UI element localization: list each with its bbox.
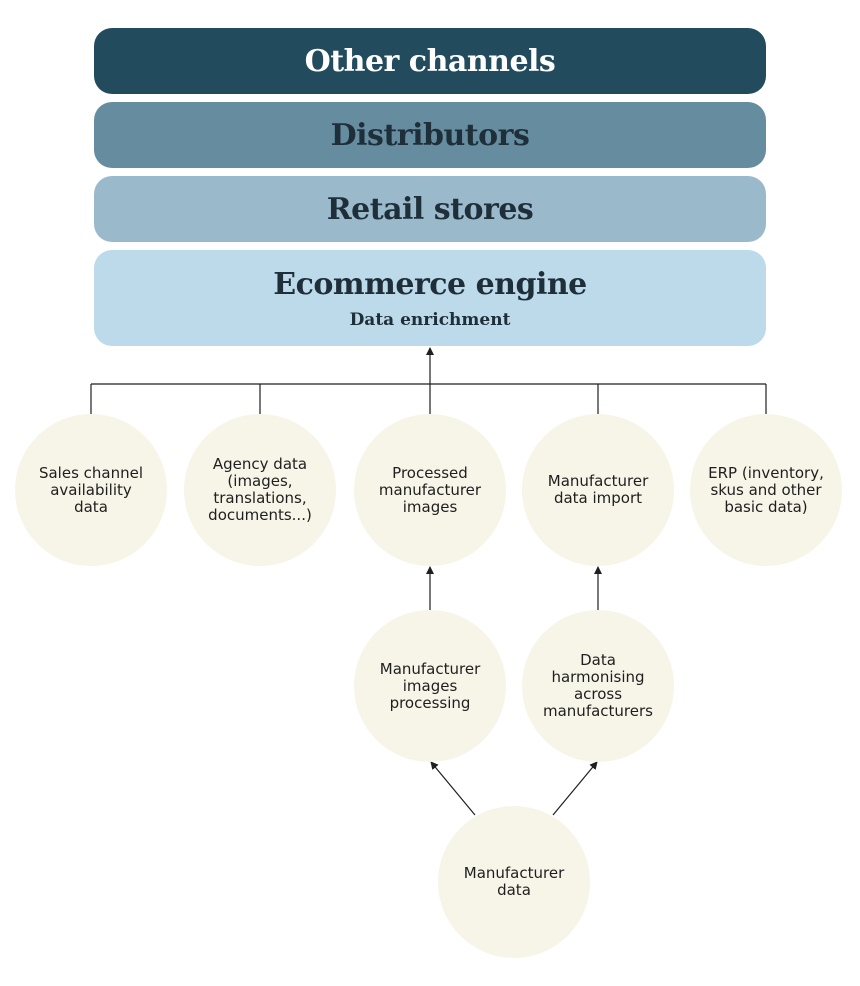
distributors-label: Distributors bbox=[330, 117, 530, 153]
agency-data-label: Agency data (images, translations, docum… bbox=[208, 455, 312, 524]
retail-stores-layer: Retail stores bbox=[94, 176, 766, 242]
manufacturer-import-node: Manufacturer data import bbox=[522, 414, 674, 566]
arrow-origin-to-processing bbox=[430, 761, 476, 816]
erp-node: ERP (inventory, skus and other basic dat… bbox=[690, 414, 842, 566]
images-processing-label: Manufacturer images processing bbox=[379, 659, 481, 712]
images-processing-node: Manufacturer images processing bbox=[354, 610, 506, 762]
arrow-origin-to-harmonising bbox=[552, 761, 598, 816]
data-enrichment-label: Data enrichment bbox=[349, 309, 511, 330]
manufacturer-import-label: Manufacturer data import bbox=[547, 472, 649, 507]
other-channels-layer: Other channels bbox=[94, 28, 766, 94]
sales-channel-node: Sales channel availability data bbox=[15, 414, 167, 566]
manufacturer-data-label: Manufacturer data bbox=[463, 864, 565, 899]
distributors-layer: Distributors bbox=[94, 102, 766, 168]
harmonising-label: Data harmonising across manufacturers bbox=[543, 651, 653, 720]
manufacturer-data-node: Manufacturer data bbox=[438, 806, 590, 958]
retail-stores-label: Retail stores bbox=[326, 191, 534, 227]
agency-data-node: Agency data (images, translations, docum… bbox=[184, 414, 336, 566]
processed-images-label: Processed manufacturer images bbox=[378, 463, 482, 516]
ecommerce-engine-layer: Ecommerce engine Data enrichment bbox=[94, 250, 766, 346]
harmonising-node: Data harmonising across manufacturers bbox=[522, 610, 674, 762]
erp-label: ERP (inventory, skus and other basic dat… bbox=[708, 463, 824, 516]
other-channels-label: Other channels bbox=[304, 43, 556, 79]
ecommerce-engine-label: Ecommerce engine bbox=[273, 266, 587, 302]
processed-images-node: Processed manufacturer images bbox=[354, 414, 506, 566]
sales-channel-label: Sales channel availability data bbox=[38, 463, 144, 516]
